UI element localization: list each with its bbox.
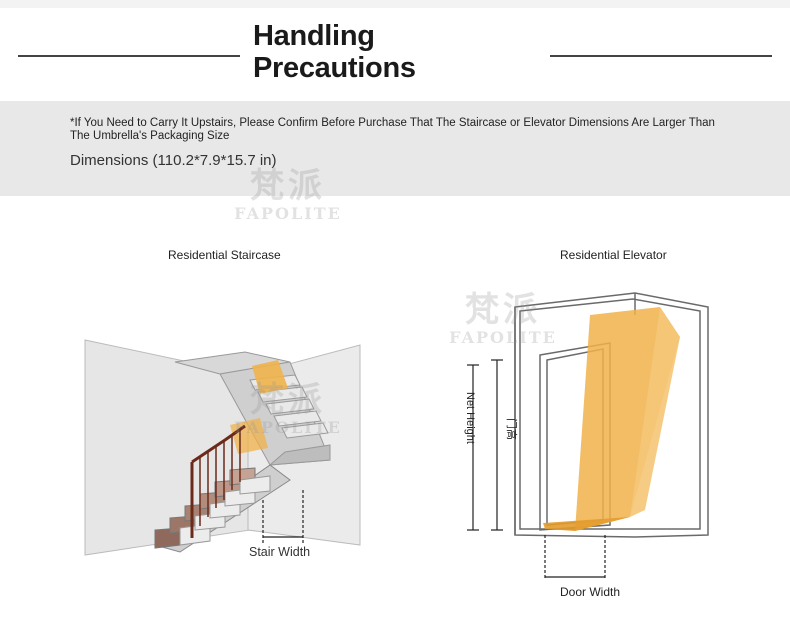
title-line-1: Handling <box>253 20 375 52</box>
door-height-label: 门高 <box>505 418 517 440</box>
stair-width-label: Stair Width <box>249 545 311 559</box>
elevator-label: Residential Elevator <box>560 248 667 262</box>
staircase-illustration <box>84 339 361 556</box>
staircase-railing <box>190 424 246 538</box>
title-rule-right <box>550 55 772 57</box>
staircase-package-upper <box>252 360 288 394</box>
net-height-marker <box>467 359 503 531</box>
staircase-label: Residential Staircase <box>168 248 281 262</box>
notice-text: *If You Need to Carry It Upstairs, Pleas… <box>70 117 715 142</box>
title-rule-left <box>18 55 240 57</box>
page-title: Handling Precautions <box>253 20 553 84</box>
top-strip <box>0 0 790 8</box>
door-width-marker <box>544 535 606 580</box>
dimensions-text: Dimensions (110.2*7.9*15.7 in) <box>70 152 277 169</box>
notice-band <box>0 101 790 196</box>
elevator-cabin <box>514 292 709 538</box>
stair-width-marker <box>262 490 304 545</box>
door-width-label: Door Width <box>560 585 621 599</box>
net-height-label: Net Height <box>464 392 476 444</box>
elevator-illustration <box>467 292 709 580</box>
title-line-2: Precautions <box>253 52 416 84</box>
